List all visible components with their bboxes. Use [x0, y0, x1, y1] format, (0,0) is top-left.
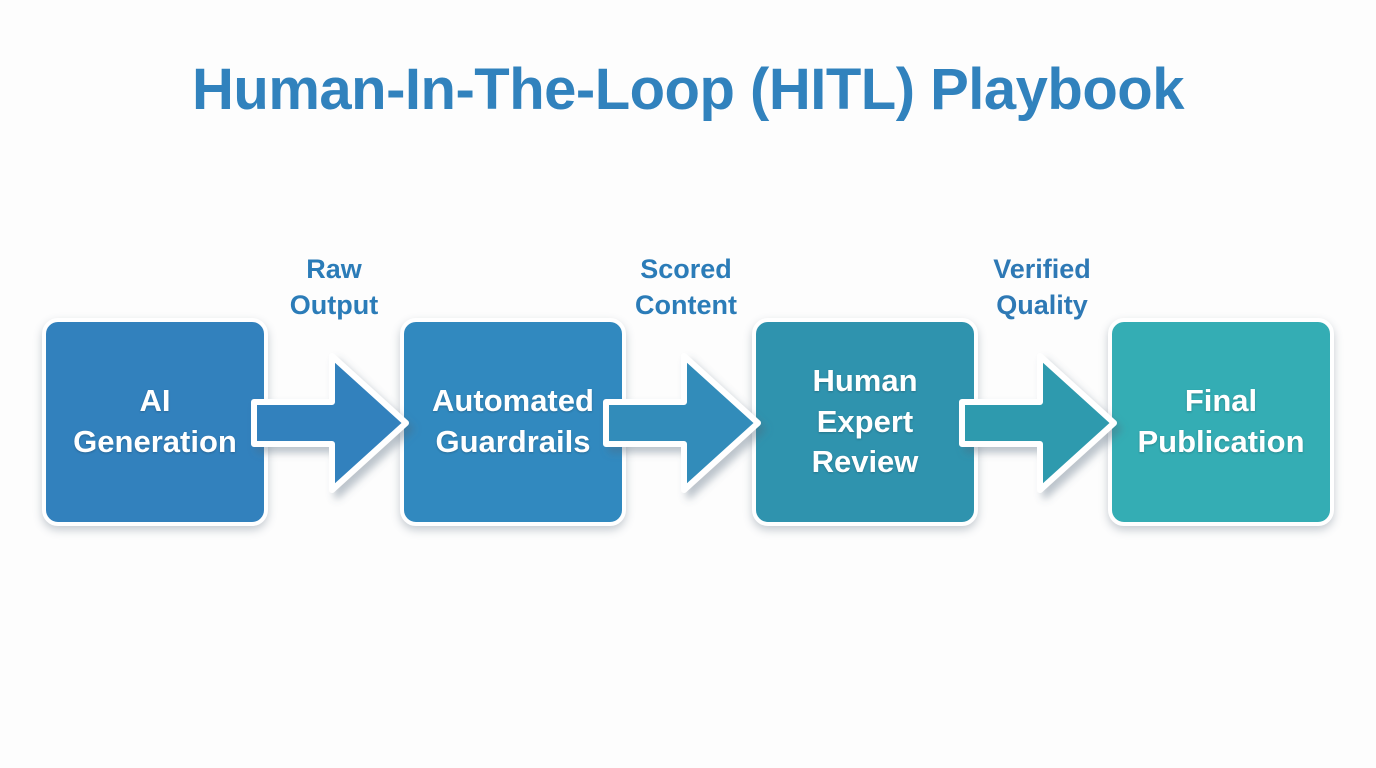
flow-stage-label-line: Publication — [1137, 424, 1305, 459]
flow-connector-verified-quality: Verified Quality — [959, 254, 1122, 526]
flow-stage-label-line: Automated — [432, 383, 594, 419]
flow-connector-caption-line: Raw — [306, 254, 362, 284]
flow-stage-label: Final Publication — [1131, 381, 1310, 463]
flow-connector-caption: Scored Content — [588, 252, 784, 324]
flow-stage-label: AI Generation — [67, 381, 243, 463]
flow-stage-human-expert-review[interactable]: Human Expert Review — [752, 318, 978, 526]
flow-stage-label: Automated Guardrails — [426, 381, 600, 463]
flow-stage-label-line: Generation — [73, 424, 237, 459]
arrow-right-icon — [251, 353, 409, 493]
arrow-right-icon — [603, 353, 761, 493]
flow-stage-label-line: AI — [139, 383, 171, 419]
arrow-right-icon — [959, 353, 1117, 493]
flow-connector-raw-output: Raw Output — [251, 254, 414, 526]
flow-connector-caption: Raw Output — [236, 252, 432, 324]
page-title: Human-In-The-Loop (HITL) Playbook — [192, 57, 1184, 122]
flow-connector-caption-line: Verified — [993, 254, 1091, 284]
flow-connector-scored-content: Scored Content — [603, 254, 766, 526]
flow-stage-automated-guardrails[interactable]: Automated Guardrails — [400, 318, 626, 526]
flow-stage-ai-generation[interactable]: AI Generation — [42, 318, 268, 526]
flow-connector-caption-line: Scored — [640, 254, 732, 284]
flow-stage-label-line: Final — [1184, 383, 1258, 419]
flow-connector-caption-line: Quality — [996, 289, 1088, 320]
flow-stage-label-line: Human — [812, 362, 918, 398]
flow-stage-final-publication[interactable]: Final Publication — [1108, 318, 1334, 526]
flow-connector-caption: Verified Quality — [944, 252, 1140, 324]
flow-stage-label-line: Guardrails — [435, 424, 591, 459]
flow-stage-label-line: Review — [811, 444, 919, 480]
flow-connector-caption-line: Content — [635, 289, 737, 320]
flow-stage-label-line: Expert — [816, 403, 914, 439]
flow-connector-caption-line: Output — [289, 289, 379, 320]
flow-stage-label: Human Expert Review — [806, 361, 925, 484]
